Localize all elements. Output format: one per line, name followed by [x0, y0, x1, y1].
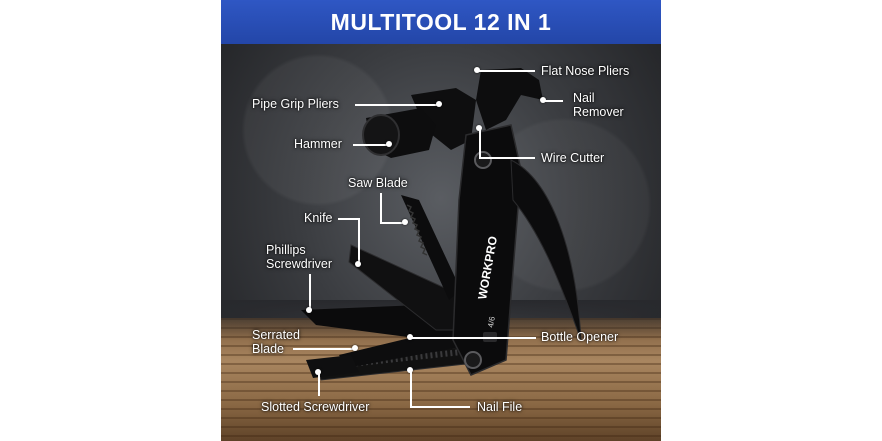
multitool-illustration: WORKPRO 4/6 [301, 68, 582, 381]
knife-label: Knife [304, 211, 333, 225]
serrated-blade-dot [352, 345, 358, 351]
nail-file-texture [330, 348, 472, 369]
flat-nose-pliers-leader [477, 70, 535, 72]
saw-blade-tool [401, 195, 461, 300]
bottom-pivot-screw [464, 351, 482, 369]
nail-remover-line-2: Remover [573, 105, 624, 119]
nail-remover-leader [543, 100, 563, 102]
wire-cutter-label: Wire Cutter [541, 151, 605, 165]
nail-remover-label: Nail Remover [573, 91, 624, 119]
hammer-face [362, 114, 400, 156]
knife-leader-v [358, 218, 360, 264]
hammer-leader [353, 144, 389, 146]
top-pivot-screw [474, 151, 492, 169]
saw-blade-dot [402, 219, 408, 225]
phillips-line-1: Phillips [266, 243, 306, 257]
pipe-grip-pliers-dot [436, 101, 442, 107]
slotted-screwdriver-label: Slotted Screwdriver [261, 400, 370, 414]
pipe-grip-pliers-leader [355, 104, 439, 106]
banner-title: MULTITOOL 12 IN 1 [330, 8, 552, 35]
hammer-label: Hammer [294, 137, 342, 151]
curved-pick-arm [510, 159, 582, 341]
serrated-line-2: Blade [252, 342, 284, 356]
brand-model-text: 4/6 [486, 315, 497, 328]
phillips-dot [306, 307, 312, 313]
hammer-dot [386, 141, 392, 147]
saw-blade-leader [380, 222, 404, 224]
knife-dot [355, 261, 361, 267]
nail-file-label: Nail File [477, 400, 523, 414]
nail-file-leader [410, 406, 470, 408]
title-banner: MULTITOOL 12 IN 1 [221, 0, 661, 44]
phillips-line-2: Screwdriver [266, 257, 332, 271]
knife-leader [338, 218, 358, 220]
saw-blade-leader-v [380, 193, 382, 223]
bottle-opener-leader [410, 337, 536, 339]
serrated-line-1: Serrated [252, 328, 300, 342]
phillips-screwdriver-label: Phillips Screwdriver [266, 243, 332, 271]
wire-cutter-leader [479, 157, 535, 159]
pipe-grip-pliers-tool [411, 88, 476, 150]
saw-blade-label: Saw Blade [348, 176, 408, 190]
serrated-blade-leader [293, 348, 355, 350]
nail-file-leader-v [410, 370, 412, 407]
pipe-grip-pliers-label: Pipe Grip Pliers [252, 97, 339, 111]
main-handle [452, 124, 522, 376]
flat-nose-pliers-label: Flat Nose Pliers [541, 64, 630, 78]
nail-remover-line-1: Nail [573, 91, 595, 105]
serrated-blade-label: Serrated Blade [252, 328, 300, 356]
bottle-opener-label: Bottle Opener [541, 330, 619, 344]
phillips-leader-v [309, 274, 311, 308]
nail-remover-claw [476, 68, 543, 130]
product-image-panel: MULTITOOL 12 IN 1 WORKPRO 4/6 [221, 0, 661, 441]
slotted-screwdriver-leader-v [318, 372, 320, 396]
saw-teeth [406, 204, 428, 256]
wire-cutter-leader-v [479, 128, 481, 158]
